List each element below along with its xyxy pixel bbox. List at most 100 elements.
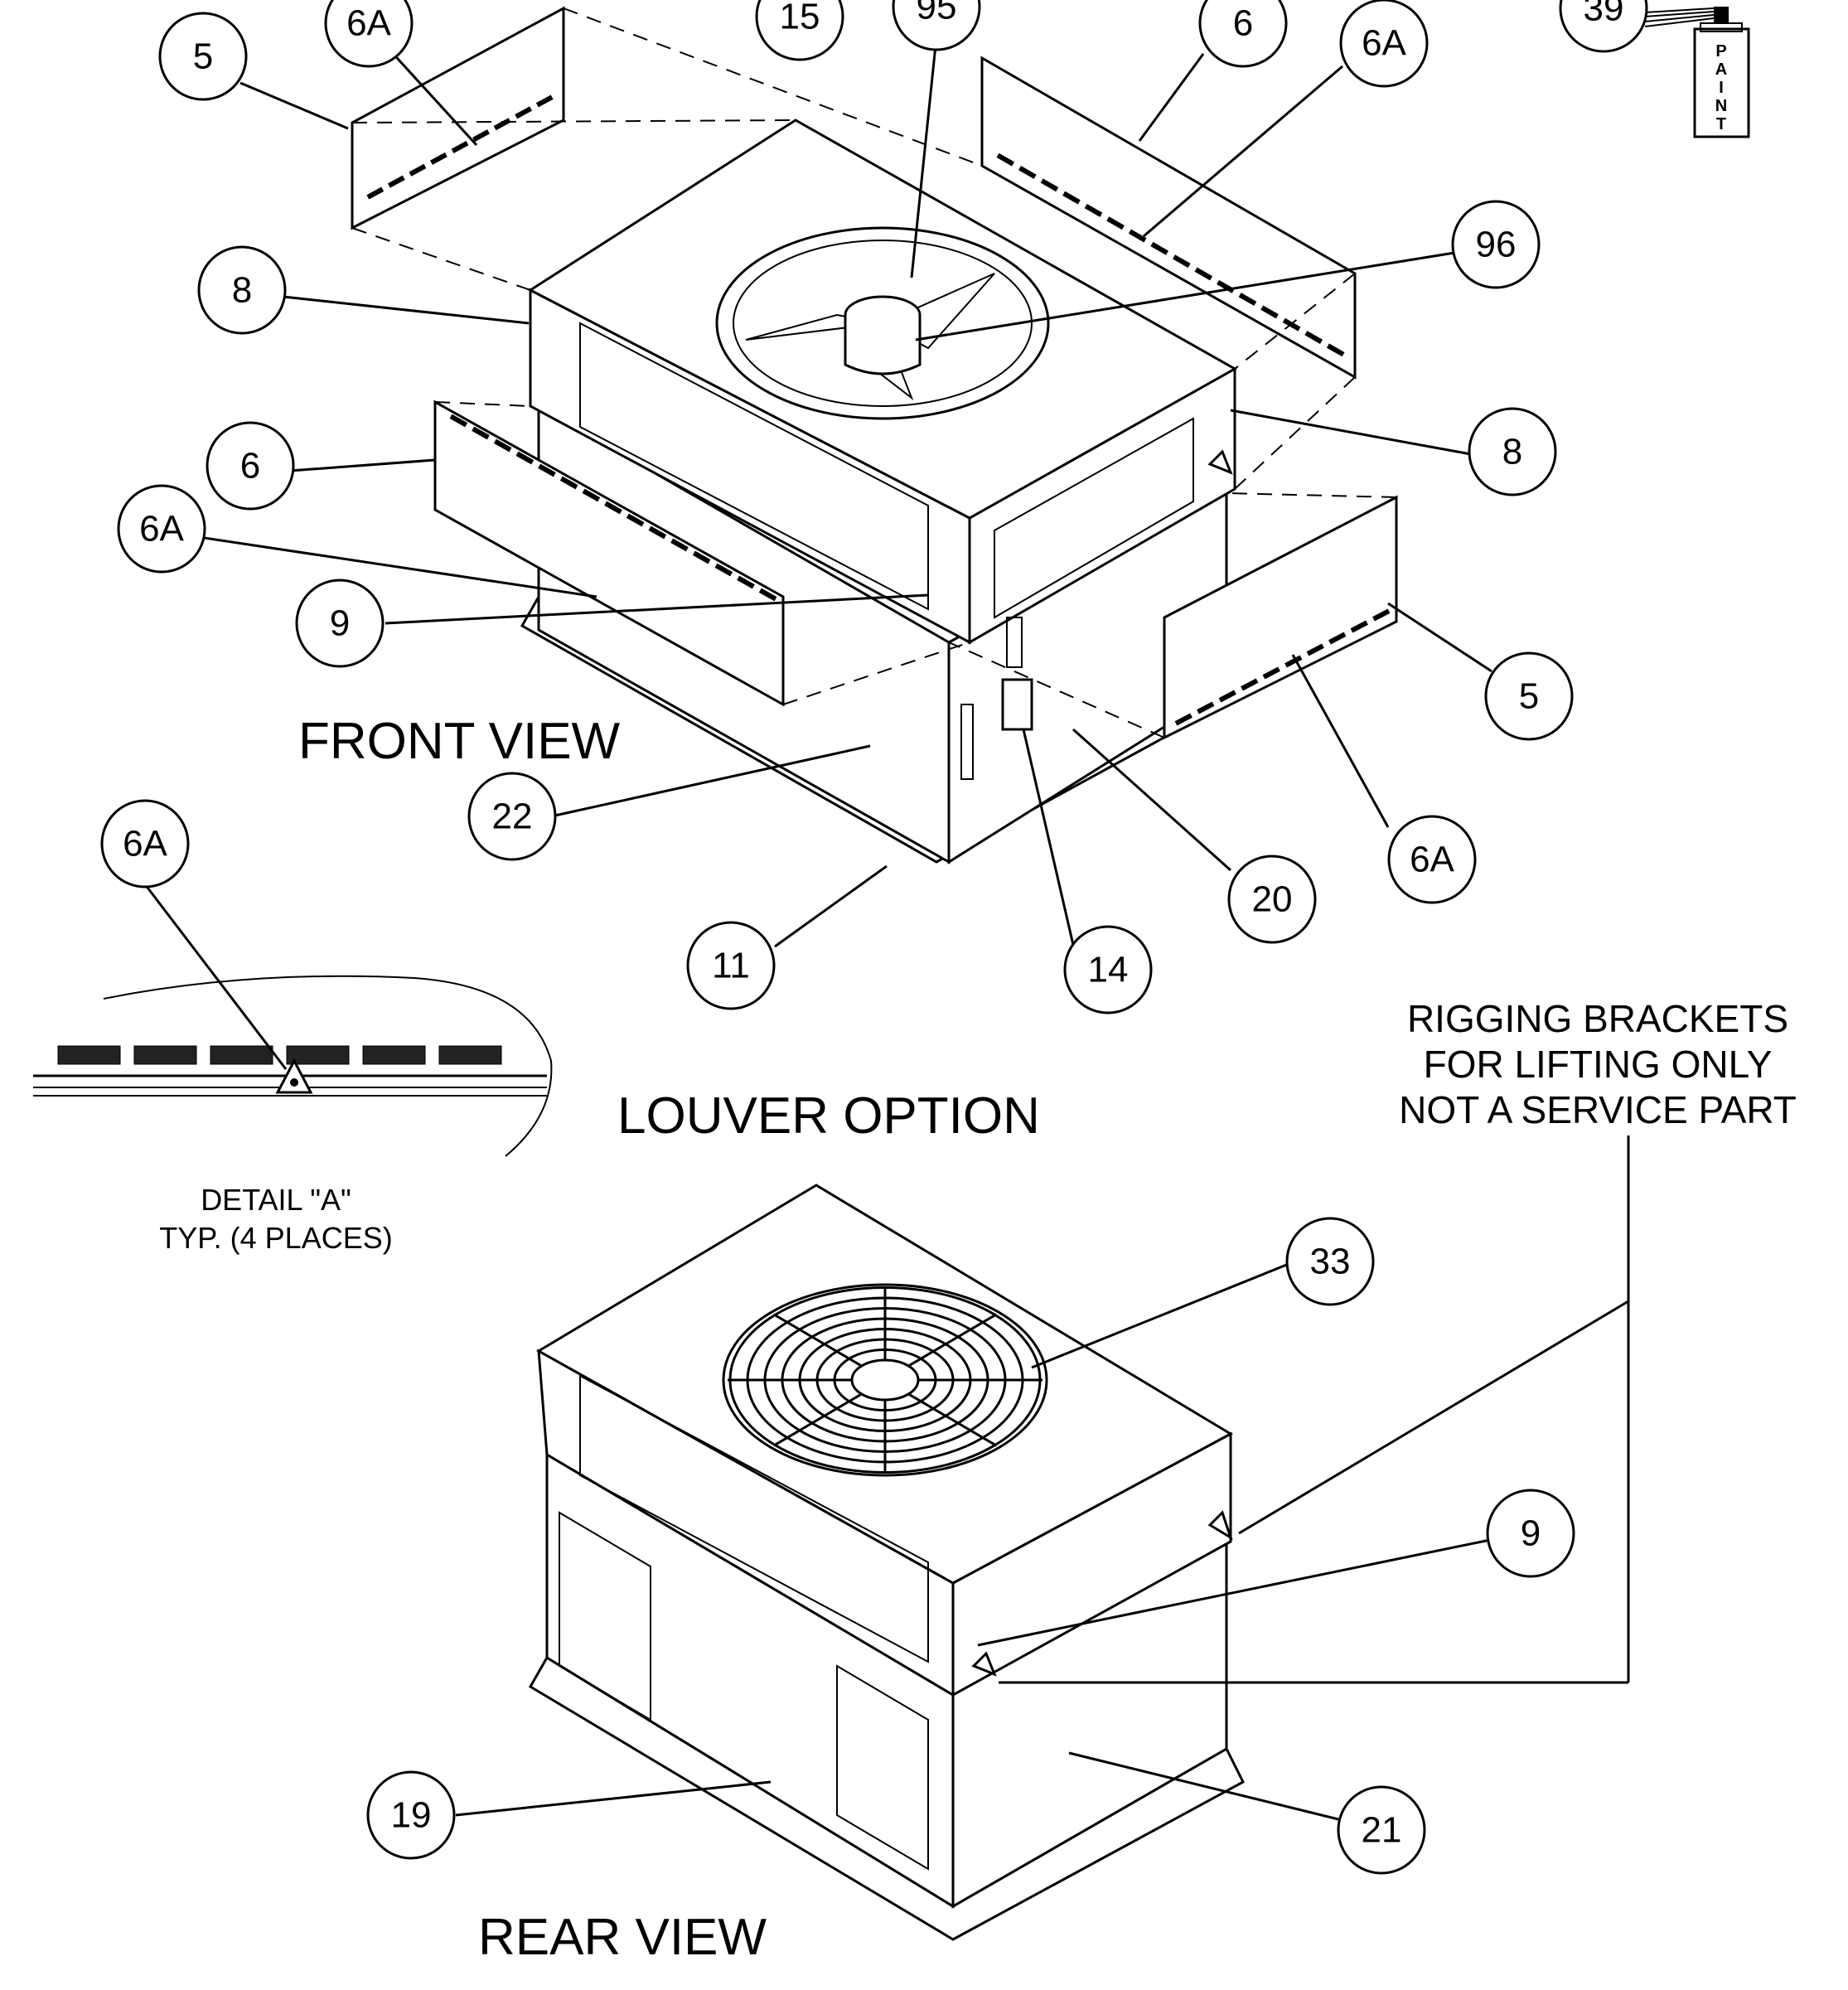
louver-slot [515, 106, 533, 119]
louver-slot [1372, 608, 1391, 622]
louver-slot [1260, 305, 1279, 319]
callout-number: 6 [240, 446, 260, 487]
rigging-note-line-3: NOT A SERVICE PART [1399, 1088, 1797, 1131]
paint-letter: I [1719, 79, 1724, 97]
panel-top-left [351, 6, 565, 230]
callout-number: 22 [492, 796, 533, 837]
callout-circle [100, 799, 190, 888]
guard-spoke [907, 1313, 998, 1368]
callout-number: 5 [1519, 676, 1539, 717]
callout-circle [206, 421, 295, 511]
front-explode-guides [351, 7, 1397, 738]
paint-can-body [1693, 27, 1750, 138]
guard-spoke [772, 1392, 863, 1447]
callout-number: 11 [712, 946, 750, 986]
louver-slot [538, 463, 556, 477]
callout-circle [324, 0, 414, 68]
louver-slot [409, 163, 427, 177]
detail-a-boundary [103, 975, 553, 1157]
callout-bubble: 39 [1559, 0, 1648, 53]
callout-bubble: 95 [892, 0, 981, 51]
callout-bubble: 9 [1486, 1489, 1575, 1578]
callout-circle [1486, 1489, 1575, 1578]
callout-number: 15 [780, 0, 820, 37]
callout-number: 8 [1502, 432, 1522, 472]
louver-slot [758, 588, 777, 602]
callout-number: 20 [1252, 879, 1293, 920]
louver-slot [1350, 620, 1368, 633]
louver-slot [714, 563, 733, 577]
callout-number: 9 [330, 603, 350, 644]
louver-slot [1218, 690, 1236, 703]
detail-a-marker [275, 1058, 313, 1094]
front-fan-ring [715, 226, 1050, 420]
callout-bubble: 8 [1468, 407, 1557, 496]
paint-letter: N [1715, 97, 1727, 115]
callout-bubble: 20 [1227, 855, 1317, 944]
callout-bubble: 14 [1063, 925, 1153, 1014]
louver-slot [559, 476, 578, 490]
louver-slot [1262, 666, 1280, 680]
detail-a [33, 975, 553, 1157]
louver-slot [1328, 632, 1347, 645]
callout-bubble: 33 [1285, 1217, 1375, 1306]
louver-slot [648, 525, 667, 540]
detail-louver-block [286, 1045, 350, 1065]
front-loose-panels [351, 6, 1398, 740]
front-rigging-bracket [1207, 449, 1233, 475]
rigging-note-line-1: RIGGING BRACKETS [1407, 997, 1788, 1040]
louver-slot [1197, 701, 1215, 714]
louver-slot [472, 129, 490, 143]
callout-bubble: 6A [117, 484, 206, 574]
callout-circle [1484, 651, 1574, 741]
louver-slot [1172, 254, 1191, 269]
rear-fan-guard [722, 1283, 1048, 1477]
callout-bubble: 21 [1337, 1785, 1426, 1875]
louver-slot [1018, 166, 1037, 179]
callout-bubble: 6A [100, 799, 190, 888]
callout-number: 19 [391, 1795, 432, 1836]
detail-louver-block [362, 1045, 426, 1065]
callout-number: 5 [193, 36, 213, 77]
louver-slot [1326, 343, 1345, 357]
rear-unit [528, 1184, 1245, 1941]
louver-slot [1238, 293, 1257, 307]
rigging-note-line-2: FOR LIFTING ONLY [1424, 1043, 1773, 1086]
callout-bubble: 6A [324, 0, 414, 68]
callout-number: 33 [1310, 1242, 1351, 1282]
louver-option-label: LOUVER OPTION [617, 1087, 1040, 1145]
louver-slot [1241, 678, 1259, 691]
louver-slot [1150, 241, 1169, 255]
louver-slot [737, 575, 755, 589]
callout-number: 8 [232, 270, 252, 311]
callout-bubble: 19 [366, 1770, 456, 1860]
guard-spoke [772, 1313, 863, 1368]
rear-return-opening [559, 1511, 651, 1721]
callout-bubble: 5 [158, 12, 248, 101]
callout-circle [892, 0, 981, 51]
callout-number: 96 [1476, 225, 1517, 265]
front-control-box [1001, 678, 1033, 731]
callout-circle [1227, 855, 1317, 944]
rear-rigging-bracket [971, 1651, 997, 1677]
louver-slot [1284, 655, 1303, 668]
louver-slot [626, 513, 645, 527]
callout-number: 9 [1521, 1513, 1541, 1554]
front-view-label: FRONT VIEW [298, 713, 621, 770]
louver-slot [449, 414, 468, 428]
callout-bubble: 9 [295, 579, 385, 668]
callout-number: 6A [1410, 840, 1454, 880]
callout-number: 95 [917, 0, 957, 27]
callout-circle [1198, 0, 1288, 68]
callout-number: 14 [1088, 950, 1129, 990]
louver-slot [493, 438, 512, 453]
callout-bubble: 6 [206, 421, 295, 511]
callout-circle [197, 245, 287, 335]
louver-slot [430, 152, 447, 165]
detail-a-title: DETAIL "A" [201, 1183, 351, 1217]
callout-circle [117, 484, 206, 574]
rear-supply-opening [836, 1664, 929, 1871]
louver-slot [1174, 713, 1192, 726]
